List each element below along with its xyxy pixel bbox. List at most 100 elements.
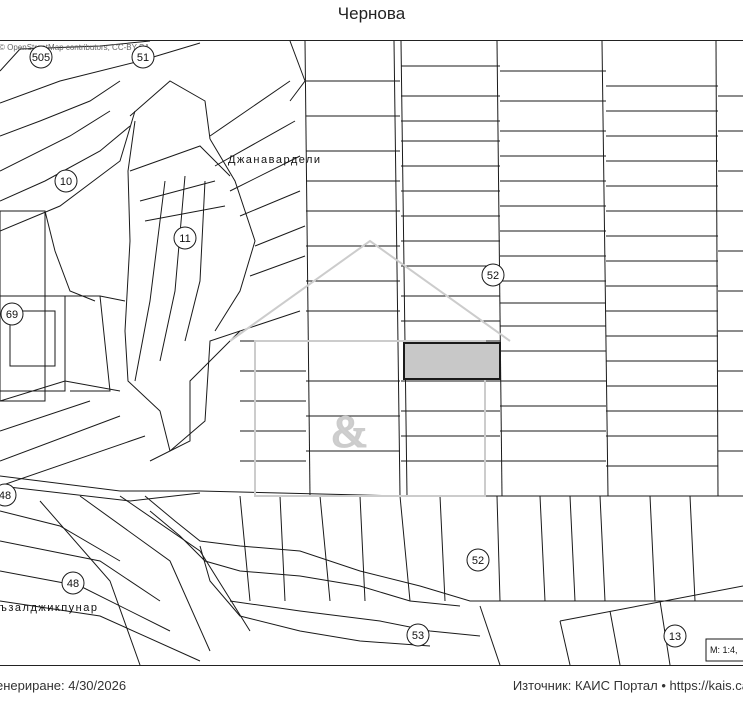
parcel-boundary [139,180,216,202]
parcel-numbers: 505 51 10 11 69 52 48 52 48 53 13 [0,52,681,643]
parcel-boundary [254,225,306,247]
parcel-label-10: 10 [60,176,72,188]
parcel-boundary [479,605,501,665]
place-name-dzhanavardeli: Джанавардели [228,154,322,166]
parcel-boundary [0,400,91,432]
parcel-boundary [0,510,121,562]
strip-division [689,495,696,602]
parcel-boundary [129,145,231,177]
parcel-boundary [209,138,256,332]
parcel-label-11: 11 [179,233,190,245]
parcel-boundary [209,80,291,137]
parcel-label-69: 69 [6,309,18,321]
parcel-number-markers [0,45,687,648]
parcel-marker [61,571,85,595]
strip-division [539,495,546,602]
parcel-boundary [229,155,301,192]
scale-label: М: 1:4, [710,645,738,655]
strip-divisions [239,65,743,602]
parcel-marker [663,624,687,648]
parcel-boundary [119,495,251,632]
parcel-label-505: 505 [32,52,50,64]
parcel-label-53: 53 [412,630,424,642]
parcel-boundary [0,380,121,402]
parcel-boundary [99,295,126,302]
parcel-boundary [0,110,136,232]
parcel-boundary [559,585,743,622]
parcel-label-52-bottom: 52 [472,555,484,567]
parcel-boundary [239,190,301,217]
parcel-boundary [184,180,206,342]
parcel-marker [173,226,197,250]
parcel-boundary [0,600,201,662]
parcel-boundary [0,42,201,104]
watermark-text: & [332,407,366,456]
parcel-boundary [0,125,131,202]
parcel-boundary [0,41,151,72]
parcel-label-51: 51 [137,52,149,64]
parcel-lines [0,41,743,665]
strip-division [439,495,446,602]
parcel-boundary [0,570,171,632]
parcel-boundary [0,435,146,487]
parcel-boundary [65,295,111,392]
parcel-marker [131,45,155,69]
parcel-boundary [249,255,306,277]
strip-division [279,495,286,602]
parcel-boundary [129,80,211,140]
road-boundary [149,510,461,607]
parcel-boundary [609,610,621,665]
parcel-marker [0,483,17,507]
parcel-boundary [304,41,311,497]
parcel-boundary [134,180,166,382]
watermark-house [254,340,486,497]
watermark: & [229,239,511,497]
parcel-boundary [289,41,306,102]
parcel-boundary [399,495,411,602]
map-footer: енериране: 4/30/2026 Източник: КАИС Порт… [0,676,743,700]
parcel-boundary [79,495,211,652]
road-boundary [169,310,301,452]
parcel-boundary [199,545,431,647]
watermark-roof [229,239,511,342]
map-attribution: © OpenStreetMap contributors, CC-BY-SA [0,43,150,52]
parcel-boundary [599,495,606,602]
parcel-boundary [144,205,226,222]
parcel-marker [406,623,430,647]
strip-division [239,495,251,602]
parcel-boundary [0,415,121,462]
parcel-label-13: 13 [669,631,681,643]
strip-division [359,495,366,602]
parcel-boundary [124,120,171,452]
road-boundary [144,495,743,602]
parcel-boundary [0,110,111,172]
parcel-boundary [44,210,96,302]
road-boundary [149,330,241,462]
road-boundary [0,485,201,502]
parcel-boundary [559,620,571,665]
strip-division [319,495,331,602]
highlighted-parcel[interactable] [403,342,501,380]
strip-division [569,495,576,602]
cadastral-map[interactable]: & © OpenStreetMap contributors, CC-BY-SA… [0,40,743,666]
parcel-label-52-top: 52 [487,270,499,282]
parcel-marker [481,263,505,287]
parcel-boundary [496,495,501,602]
source-credit: Източник: КАИС Портал • https://kais.ca [512,678,743,693]
road-boundary [0,475,743,497]
parcel-boundary [601,41,609,497]
map-title: Чернова [337,4,406,23]
parcel-marker [54,169,78,193]
parcel-boundary [39,500,141,665]
parcel-boundary [0,540,161,602]
parcel-boundary [159,175,186,362]
parcel-boundary [715,41,719,497]
generated-date: енериране: 4/30/2026 [0,678,127,693]
parcel-marker [0,302,24,326]
parcel-marker [466,548,490,572]
scale-box [705,638,743,662]
parcel-boundary [9,310,56,367]
parcel-boundary [400,41,408,497]
place-name-kazaldzhikpunar: ъзалджикпунар [0,602,98,614]
parcel-marker [29,45,53,69]
